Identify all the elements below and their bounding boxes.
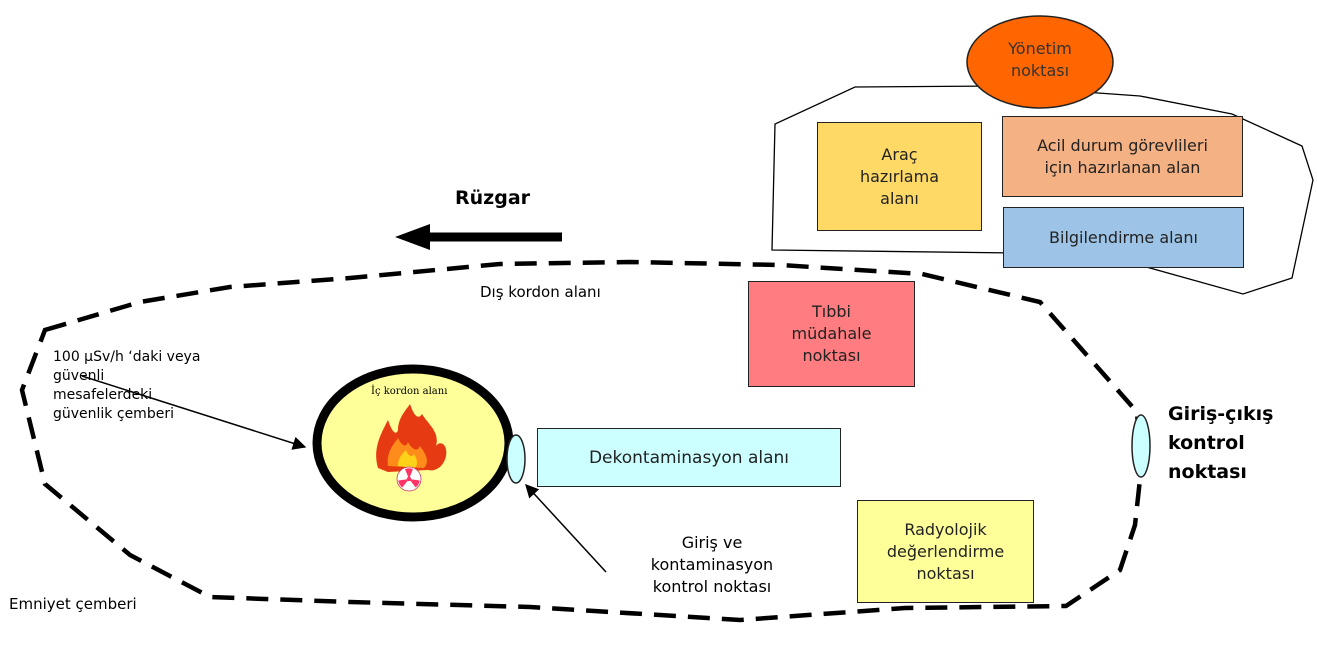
safety-ring-pointer-arrow [81, 375, 307, 450]
medical-point-label: Tıbbi müdahale noktası [791, 302, 872, 365]
wind-label: Rüzgar [455, 187, 531, 209]
inner-cordon-label: İç kordon alanı [371, 386, 448, 397]
medical-point: Tıbbi müdahale noktası [748, 281, 915, 387]
vehicle-prep-area-label: Araç hazırlama alanı [859, 144, 939, 208]
fire-icon [376, 404, 447, 472]
responders-area: Acil durum görevlileri için hazırlanan a… [1002, 116, 1243, 197]
contamination-control-marker [506, 434, 526, 484]
safety-ring-note: 100 µSv/h ‘daki veya güvenli mesafelerde… [53, 349, 201, 422]
staging-area-outline [771, 85, 1314, 295]
decontamination-area: Dekontaminasyon alanı [537, 428, 841, 487]
vehicle-prep-area: Araç hazırlama alanı [817, 122, 982, 231]
safety-perimeter-label: Emniyet çemberi [9, 595, 137, 613]
info-area: Bilgilendirme alanı [1003, 207, 1244, 268]
wind-arrow-head [395, 224, 430, 250]
outer-cordon-dashed-line [19, 259, 1144, 623]
decontamination-area-label: Dekontaminasyon alanı [588, 447, 790, 468]
management-point-ellipse [966, 15, 1114, 109]
radiological-point: Radyolojik değerlendirme noktası [857, 500, 1034, 603]
entry-exit-label: Giriş-çıkış kontrol noktası [1168, 403, 1274, 483]
entry-contamination-note: Giriş ve kontaminasyon kontrol noktası [650, 533, 774, 596]
entry-exit-marker [1131, 414, 1151, 478]
responders-area-label: Acil durum görevlileri için hazırlanan a… [1037, 135, 1208, 177]
info-area-label: Bilgilendirme alanı [1049, 227, 1198, 247]
radiological-point-label: Radyolojik değerlendirme noktası [886, 519, 1005, 583]
management-point-label: Yönetim noktası [1008, 39, 1072, 80]
radiation-icon [396, 466, 422, 492]
contamination-pointer-arrow [525, 484, 607, 573]
outer-cordon-label: Dış kordon alanı [480, 283, 601, 301]
